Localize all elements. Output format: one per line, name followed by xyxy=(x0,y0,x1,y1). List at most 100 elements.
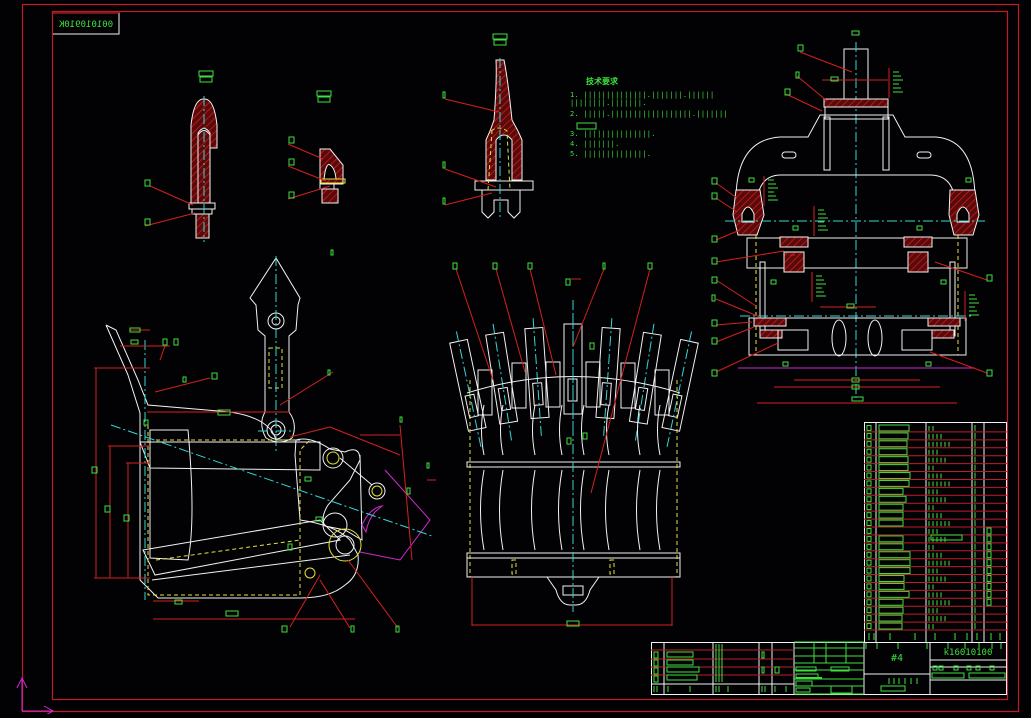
parts-list-table[interactable] xyxy=(864,422,1007,643)
assembly-callout xyxy=(711,235,718,243)
assembly-view-annotations xyxy=(711,30,993,402)
parts-list-index-cell xyxy=(866,535,872,542)
tech-requirement-line: 5. ||||||||||||||. xyxy=(570,150,651,158)
parts-list-note-cell xyxy=(986,527,992,535)
parts-list-index-cell xyxy=(866,599,872,606)
assembly-callout xyxy=(986,274,993,282)
parts-list-name-cell xyxy=(878,590,910,598)
parts-list-index-cell xyxy=(866,591,872,598)
crosshead-beam xyxy=(735,114,976,201)
detail-view-pin-a[interactable] xyxy=(144,70,218,242)
assembly-callout xyxy=(711,294,716,302)
inner-drawing-border xyxy=(51,10,1009,701)
side-view-callout xyxy=(330,249,334,256)
parts-list-index-cell xyxy=(866,504,872,511)
balloon-a2[interactable] xyxy=(144,218,151,226)
parts-list-index-cell xyxy=(866,528,872,534)
parts-list-name-cell xyxy=(878,432,909,440)
title-block-name-field xyxy=(666,651,694,658)
balloon-a1[interactable] xyxy=(144,179,151,187)
detail-view-pin-b[interactable] xyxy=(287,90,346,204)
parts-list-name-cell xyxy=(878,598,904,606)
side-view-callout xyxy=(350,625,355,633)
parts-list-row xyxy=(866,590,992,598)
parts-list-note-cell xyxy=(986,543,992,551)
base-lug xyxy=(609,559,615,575)
rib-upper xyxy=(559,404,563,456)
rib-upper xyxy=(500,404,504,456)
side-view-callout xyxy=(225,610,239,617)
parts-list-index-cell xyxy=(866,512,872,519)
sheet-field-box xyxy=(953,665,959,671)
tooth-slot xyxy=(497,386,512,412)
parts-list-row xyxy=(866,503,976,511)
title-block-qty-box xyxy=(761,666,765,674)
parts-list-row xyxy=(866,456,976,464)
parts-list-row xyxy=(866,567,992,575)
balloon-c1[interactable] xyxy=(442,91,446,99)
front-elevation-view[interactable] xyxy=(448,262,701,627)
tooth-slot xyxy=(600,382,612,406)
parts-list-row xyxy=(866,472,976,479)
parts-list-index-cell xyxy=(866,623,872,629)
bucket-bottom-lug xyxy=(546,576,600,606)
balloon-b1[interactable] xyxy=(288,136,295,144)
side-view-annotations xyxy=(91,249,430,633)
parts-list-index-cell xyxy=(866,607,872,614)
tooth-centerline xyxy=(492,323,513,443)
crosshead-assembly-view[interactable] xyxy=(711,30,993,404)
front-view-callout xyxy=(566,437,572,445)
assembly-callout xyxy=(851,30,860,36)
parts-list-note-cell xyxy=(986,567,992,575)
assembly-callout xyxy=(940,279,947,285)
parts-list-index-cell xyxy=(866,425,872,431)
detail-view-tooth[interactable] xyxy=(442,33,534,220)
title-block-row-index xyxy=(653,667,659,675)
parts-list-name-cell xyxy=(878,582,905,590)
parts-list-name-cell xyxy=(878,472,911,479)
parts-list-index-cell xyxy=(866,488,872,495)
side-elevation-view[interactable] xyxy=(91,249,436,633)
lower-frame-base xyxy=(748,317,967,356)
assembly-callout xyxy=(782,361,789,367)
title-block-signature-grid xyxy=(653,641,1002,695)
parts-list-row xyxy=(866,543,992,551)
balloon-b2[interactable] xyxy=(288,158,295,166)
title-block-name-field xyxy=(666,659,694,666)
parts-list-index-cell xyxy=(866,551,872,558)
side-view-callout xyxy=(426,462,430,469)
parts-list-index-cell xyxy=(866,472,872,479)
title-block-row-index xyxy=(653,651,659,659)
parts-list-index-cell xyxy=(866,480,872,487)
assembly-callout xyxy=(846,303,855,309)
parts-list-name-cell xyxy=(878,464,909,472)
parts-list-row xyxy=(866,614,976,622)
side-view-callout xyxy=(143,419,149,426)
parts-list-row xyxy=(866,448,976,456)
parts-list-index-cell xyxy=(866,520,872,526)
ucs-axis-icon xyxy=(16,676,55,717)
balloon-c2[interactable] xyxy=(442,161,446,169)
side-view-callout xyxy=(130,339,139,345)
lifting-rod xyxy=(843,48,869,104)
parts-list-note-cell xyxy=(986,575,992,582)
front-view-callout xyxy=(602,262,606,270)
parts-list-row xyxy=(866,432,976,440)
side-view-callout xyxy=(91,466,98,474)
title-block-weight-box xyxy=(774,666,780,674)
balloon-c3[interactable] xyxy=(442,197,446,205)
side-view-callout xyxy=(129,327,141,333)
side-view-callout xyxy=(123,514,130,522)
assembly-callout xyxy=(770,279,777,285)
title-block[interactable]: #4 k16010100 xyxy=(651,641,1007,695)
hanger-link xyxy=(249,257,301,443)
parts-list-row xyxy=(866,551,992,559)
parts-list-index-cell xyxy=(866,440,872,447)
balloon-b3[interactable] xyxy=(288,191,295,199)
view-label-b-bottom xyxy=(317,96,331,103)
parts-list-note-cell xyxy=(986,559,992,567)
parts-list-note-cell xyxy=(986,535,992,543)
bucket-swing-centerline xyxy=(110,424,433,537)
